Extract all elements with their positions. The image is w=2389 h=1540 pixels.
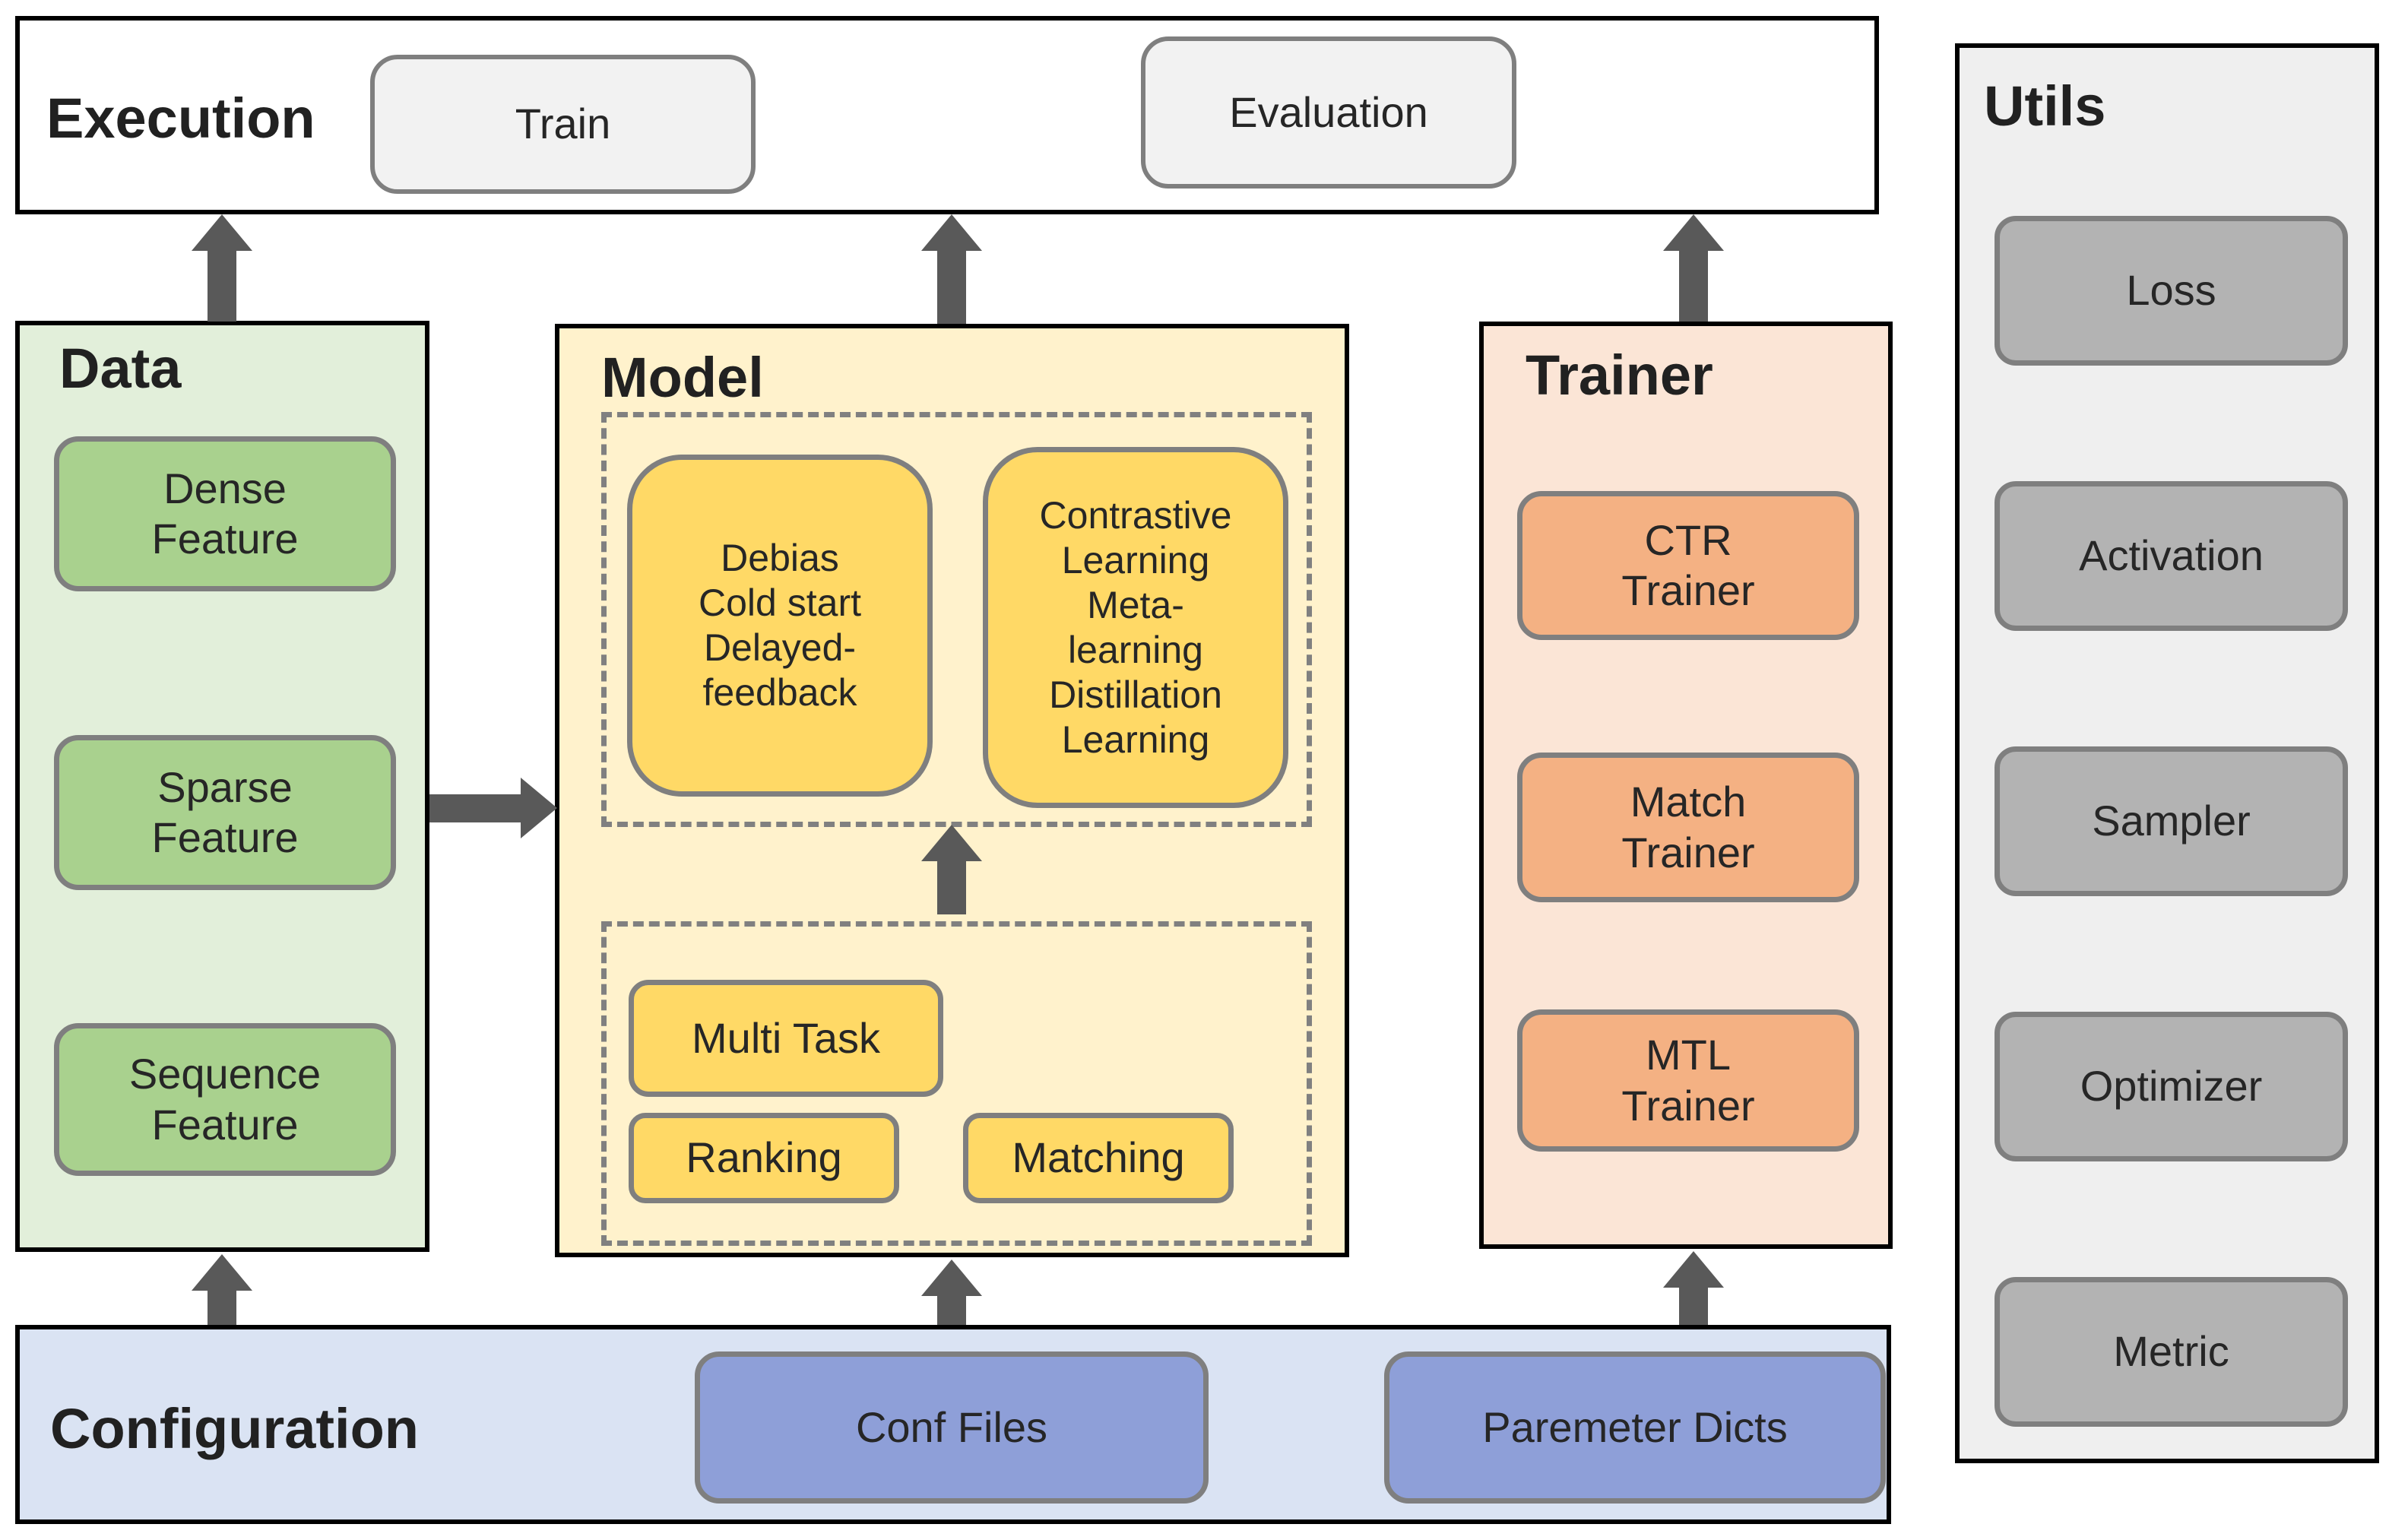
execution-title: Execution — [46, 87, 315, 150]
arrow-model-to-execution — [921, 214, 982, 324]
contrastive-learning-node: Contrastive Learning Meta- learning Dist… — [983, 447, 1288, 808]
arrow-head — [921, 214, 982, 251]
arrow-head — [1663, 1251, 1724, 1288]
trainer-section: Trainer CTR Trainer Match Trainer MTL Tr… — [1479, 322, 1893, 1249]
arrow-data-to-execution — [192, 214, 252, 322]
arrow-shaft — [937, 860, 966, 914]
arrow-shaft — [1679, 1286, 1708, 1325]
optimizer-node: Optimizer — [1995, 1012, 2348, 1161]
mtl-trainer-node: MTL Trainer — [1517, 1009, 1859, 1152]
model-task-group: Multi Task Ranking Matching — [601, 921, 1312, 1246]
sampler-node: Sampler — [1995, 746, 2348, 896]
data-section: Data Dense Feature Sparse Feature Sequen… — [15, 321, 429, 1252]
data-title: Data — [59, 337, 182, 400]
arrow-head — [192, 1254, 252, 1291]
multi-task-node: Multi Task — [629, 980, 943, 1097]
evaluation-node: Evaluation — [1141, 36, 1516, 189]
train-node: Train — [370, 55, 756, 194]
ctr-trainer-node: CTR Trainer — [1517, 491, 1859, 640]
arrow-config-to-model — [921, 1260, 982, 1325]
sparse-feature-node: Sparse Feature — [54, 735, 396, 890]
conf-files-node: Conf Files — [695, 1351, 1209, 1504]
arrow-head — [192, 214, 252, 251]
matching-node: Matching — [963, 1113, 1234, 1203]
arrow-config-to-data — [192, 1254, 252, 1325]
arrow-shaft — [937, 249, 966, 324]
configuration-title: Configuration — [50, 1397, 420, 1460]
loss-node: Loss — [1995, 216, 2348, 366]
activation-node: Activation — [1995, 481, 2348, 631]
trainer-title: Trainer — [1526, 344, 1713, 407]
arrow-shaft — [429, 794, 522, 822]
arrow-head — [521, 778, 557, 838]
arrow-trainer-to-execution — [1663, 214, 1724, 322]
model-advanced-group: Debias Cold start Delayed- feedback Cont… — [601, 412, 1312, 827]
utils-title: Utils — [1984, 74, 2106, 138]
sequence-feature-node: Sequence Feature — [54, 1023, 396, 1176]
match-trainer-node: Match Trainer — [1517, 753, 1859, 902]
execution-section: Execution Train Evaluation — [15, 16, 1879, 214]
arrow-data-to-model — [429, 778, 557, 838]
parameter-dicts-node: Paremeter Dicts — [1384, 1351, 1886, 1504]
arrow-shaft — [208, 249, 236, 322]
metric-node: Metric — [1995, 1277, 2348, 1427]
ranking-node: Ranking — [629, 1113, 899, 1203]
arrow-config-to-trainer — [1663, 1251, 1724, 1325]
arrow-tasks-to-advanced — [921, 825, 982, 914]
arrow-head — [1663, 214, 1724, 251]
debias-node: Debias Cold start Delayed- feedback — [627, 455, 933, 797]
arrow-shaft — [937, 1294, 966, 1325]
model-section: Model Debias Cold start Delayed- feedbac… — [555, 324, 1349, 1257]
arrow-shaft — [208, 1289, 236, 1325]
arrow-head — [921, 1260, 982, 1296]
arrow-shaft — [1679, 249, 1708, 322]
dense-feature-node: Dense Feature — [54, 436, 396, 591]
utils-section: Utils Loss Activation Sampler Optimizer … — [1955, 43, 2379, 1463]
arrow-head — [921, 825, 982, 861]
configuration-section: Configuration Conf Files Paremeter Dicts — [15, 1325, 1891, 1524]
model-title: Model — [601, 346, 764, 409]
